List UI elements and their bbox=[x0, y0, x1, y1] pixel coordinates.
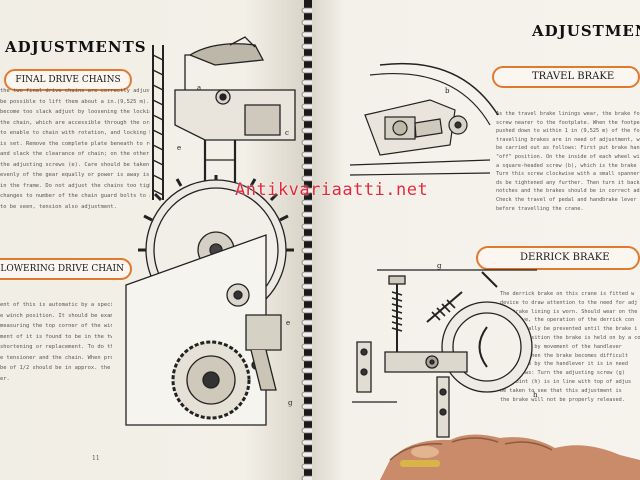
travel-brake-text: As the travel brake linings wear, the br… bbox=[496, 111, 640, 212]
derrick-brake-illustration: g h bbox=[352, 262, 538, 438]
svg-text:a: a bbox=[197, 84, 201, 92]
svg-text:e: e bbox=[286, 319, 290, 327]
travel-brake-illustration: b bbox=[349, 62, 499, 176]
svg-text:e: e bbox=[177, 144, 181, 152]
left-page: ADJUSTMENTS FINAL DRIVE CHAINS the two f… bbox=[0, 0, 306, 480]
svg-text:g: g bbox=[437, 262, 442, 270]
ring-icon bbox=[400, 460, 440, 467]
derrick-brake-text: The derrick brake on this crane is fitte… bbox=[500, 291, 640, 403]
svg-text:b: b bbox=[445, 87, 450, 95]
derrick-brake-title: DERRICK BRAKE bbox=[476, 246, 640, 270]
final-drive-chain-illustration: a c e bbox=[152, 36, 296, 200]
final-drive-chains-text: the two final drive chains are correctly… bbox=[0, 88, 150, 210]
watermark-text: Antikvariaatti.net bbox=[235, 180, 429, 200]
left-page-heading: ADJUSTMENTS bbox=[5, 38, 147, 56]
left-page-number: 11 bbox=[92, 455, 100, 462]
lowering-drive-chain-title: H LOWERING DRIVE CHAIN bbox=[0, 258, 132, 280]
svg-text:c: c bbox=[285, 129, 289, 137]
winch-gear-illustration: e g bbox=[125, 175, 294, 426]
svg-text:g: g bbox=[288, 399, 293, 407]
svg-text:h: h bbox=[533, 391, 538, 399]
hand-photo bbox=[380, 434, 640, 480]
travel-brake-title: TRAVEL BRAKE bbox=[492, 66, 640, 88]
final-drive-chains-title: FINAL DRIVE CHAINS bbox=[4, 69, 132, 91]
right-page: ADJUSTMENTS TRAVEL BRAKE As the travel b… bbox=[312, 0, 640, 480]
lowering-drive-chain-text: ent of this is automatic by a special ch… bbox=[0, 302, 112, 382]
right-page-heading: ADJUSTMENTS bbox=[532, 22, 640, 40]
